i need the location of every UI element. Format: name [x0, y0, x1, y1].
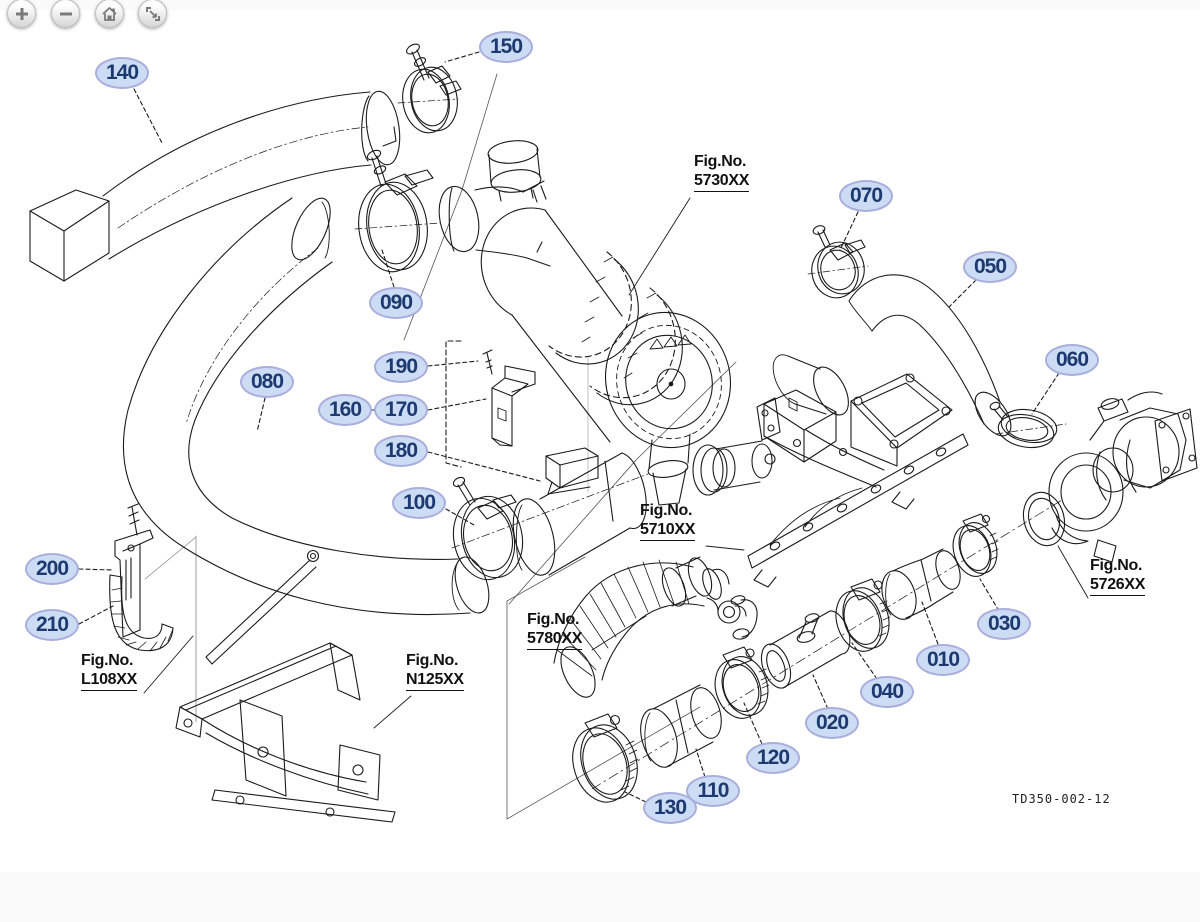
- fig-label-leaders: [143, 197, 1089, 729]
- callout-130[interactable]: 130: [643, 792, 697, 824]
- group-boundary-lines: [144, 73, 737, 820]
- callout-150[interactable]: 150: [479, 31, 533, 63]
- home-icon: [102, 6, 117, 21]
- zoom-in-button[interactable]: [7, 0, 36, 28]
- callout-140[interactable]: 140: [95, 57, 149, 89]
- fig-label-5710xx: Fig.No. 5710XX: [640, 501, 695, 541]
- callout-090[interactable]: 090: [369, 287, 423, 319]
- home-button[interactable]: [95, 0, 124, 28]
- sensor-bracket-group-drawing: [482, 349, 599, 495]
- fig-label-5730xx: Fig.No. 5730XX: [694, 152, 749, 192]
- intermediate-pipe-parts-drawing: [572, 499, 1063, 803]
- fig-label-code: 5730XX: [694, 171, 749, 192]
- callout-120[interactable]: 120: [746, 742, 800, 774]
- callout-100[interactable]: 100: [392, 487, 446, 519]
- callout-leaders: [78, 51, 1060, 803]
- callout-110[interactable]: 110: [686, 775, 740, 807]
- drawing-code: TD350-002-12: [1012, 792, 1111, 806]
- clamp-150-drawing: [397, 43, 462, 134]
- fig-label-prefix: Fig.No.: [640, 502, 693, 519]
- fig-label-prefix: Fig.No.: [1090, 557, 1143, 574]
- callout-060[interactable]: 060: [1045, 344, 1099, 376]
- flexible-hose-drawing: [553, 556, 758, 698]
- fig-label-code: 5726XX: [1090, 575, 1145, 596]
- intake-manifold-drawing: [692, 354, 969, 588]
- bracket-200-210-drawing: [109, 503, 174, 652]
- callout-190[interactable]: 190: [374, 351, 428, 383]
- callout-050[interactable]: 050: [963, 251, 1017, 283]
- minus-icon: [59, 12, 72, 15]
- duct-100-drawing: [451, 452, 649, 581]
- fig-label-code: 5780XX: [527, 629, 582, 650]
- fig-label-prefix: Fig.No.: [81, 652, 134, 669]
- hose-140-drawing: [29, 90, 401, 282]
- zoom-out-button[interactable]: [51, 0, 80, 28]
- callout-010[interactable]: 010: [916, 644, 970, 676]
- fig-label-prefix: Fig.No.: [406, 652, 459, 669]
- callout-080[interactable]: 080: [240, 366, 294, 398]
- turbocharger-drawing: [1022, 391, 1198, 563]
- fig-label-code: N125XX: [406, 670, 464, 691]
- plus-icon: [15, 7, 28, 20]
- clamp-090-drawing: [354, 149, 441, 273]
- fig-label-5726xx: Fig.No. 5726XX: [1090, 556, 1145, 596]
- callout-030[interactable]: 030: [977, 608, 1031, 640]
- fig-label-prefix: Fig.No.: [694, 153, 747, 170]
- hose-080-drawing: [122, 197, 490, 616]
- full-page-button[interactable]: [138, 0, 167, 28]
- callout-160[interactable]: 160: [318, 394, 372, 426]
- fig-label-code: 5710XX: [640, 520, 695, 541]
- fullscreen-icon: [145, 6, 160, 21]
- callout-070[interactable]: 070: [839, 180, 893, 212]
- callout-170[interactable]: 170: [374, 394, 428, 426]
- fig-label-5780xx: Fig.No. 5780XX: [527, 610, 582, 650]
- air-cleaner-assembly-drawing: [438, 140, 732, 506]
- fig-label-n125xx: Fig.No. N125XX: [406, 651, 464, 691]
- frame-n125xx-drawing: [175, 549, 396, 823]
- fig-label-prefix: Fig.No.: [527, 611, 580, 628]
- callout-210[interactable]: 210: [25, 609, 79, 641]
- hose-050-drawing: [807, 225, 1067, 449]
- fig-label-l108xx: Fig.No. L108XX: [81, 651, 137, 691]
- callout-200[interactable]: 200: [25, 553, 79, 585]
- callout-020[interactable]: 020: [805, 707, 859, 739]
- callout-040[interactable]: 040: [860, 676, 914, 708]
- callout-180[interactable]: 180: [374, 435, 428, 467]
- fig-label-code: L108XX: [81, 670, 137, 691]
